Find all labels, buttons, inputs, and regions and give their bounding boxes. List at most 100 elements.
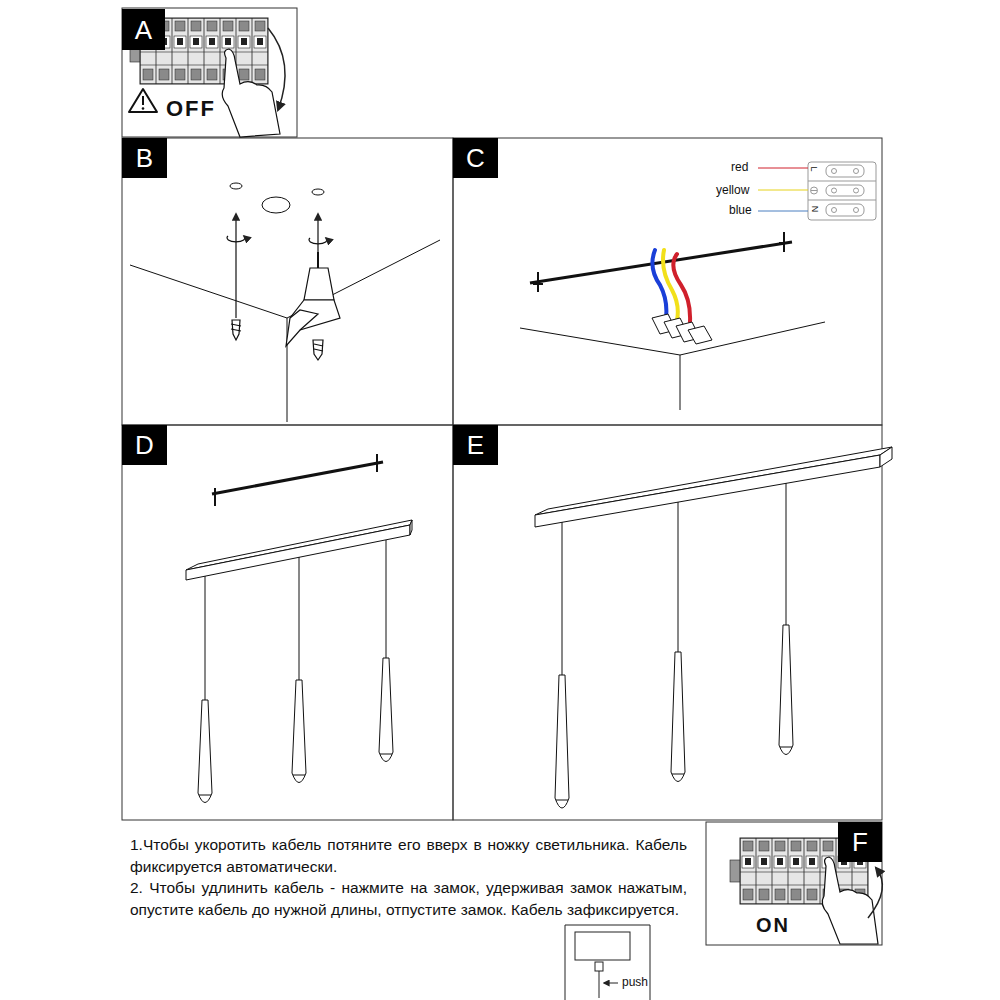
terminal-block: [808, 200, 876, 201]
instruction-text: 1.Чтобы укоротить кабель потяните его вв…: [130, 834, 687, 877]
warning-symbol: [142, 107, 145, 110]
lock-detail: [599, 971, 600, 998]
drill-symbol: [313, 340, 323, 360]
terminal-block: [808, 162, 876, 220]
mounting-bar: [376, 454, 378, 472]
panel-frames: [706, 822, 882, 945]
step-letter-text: F: [852, 829, 868, 855]
wires: [673, 254, 690, 322]
canopy: [535, 455, 880, 527]
push-label: push: [622, 976, 648, 989]
hand-symbol: [822, 857, 878, 944]
canopy: [186, 525, 410, 580]
terminal-block: [811, 187, 818, 194]
pendant-lamp: [198, 700, 212, 803]
hand-symbol: [822, 857, 882, 944]
pendant-lamp: [386, 540, 387, 658]
panel-frames: [453, 138, 882, 425]
wire-color: red: [731, 161, 748, 174]
ceiling-drawing: [680, 355, 681, 410]
lock-detail: [575, 932, 630, 960]
terminal-block: [854, 169, 859, 174]
terminal-block: [826, 204, 864, 216]
terminal-name: L: [809, 166, 819, 171]
pendant-lamp: [379, 658, 393, 762]
drill-symbol: [290, 310, 318, 330]
screw-symbol: [309, 238, 327, 244]
ceiling-drawing: [130, 240, 440, 318]
step-letter-text: B: [136, 145, 153, 171]
pendant-lamp: [293, 775, 305, 776]
pendant-lamp: [555, 483, 793, 808]
terminal-block: [826, 165, 864, 177]
mounting-bar: [212, 454, 383, 506]
terminal-connector: [688, 326, 712, 344]
pendant-lamp: [199, 795, 211, 796]
hand-symbol: [268, 28, 285, 110]
pendant-lamp: [380, 754, 392, 755]
drill-symbol: [286, 268, 340, 360]
pendant-lamp: [299, 557, 300, 680]
terminal-block: [832, 188, 837, 193]
drill-symbol: [314, 344, 323, 351]
lock-detail: [595, 962, 603, 971]
terminal-block: [832, 169, 837, 174]
pendant-lamp: [562, 522, 563, 675]
step-letter: B: [122, 138, 167, 178]
mounting-bar: [530, 242, 792, 283]
lock-detail: [604, 983, 618, 984]
warning-symbol: [129, 89, 157, 112]
switch-state: ON: [756, 914, 790, 936]
wire-color: yellow: [716, 184, 749, 197]
warning-symbol: [142, 96, 144, 105]
warning-symbol: [129, 89, 157, 112]
pendant-lamp: [678, 502, 679, 652]
ceiling-drawing: [262, 197, 290, 213]
terminal-block: [811, 190, 817, 191]
pendant-lamp: [672, 774, 684, 775]
step-letter: F: [838, 822, 882, 862]
pendant-lamp: [198, 540, 393, 803]
instruction-text: 1.Чтобы укоротить кабель потяните его вв…: [130, 834, 687, 920]
mounting-bar: [537, 272, 539, 292]
screw-symbol: [232, 320, 240, 340]
ceiling-drawing: [130, 183, 440, 422]
step-letter-text: A: [135, 17, 152, 43]
lock-detail: [565, 925, 650, 1000]
step-letter: A: [122, 9, 165, 50]
ceiling-drawing: [230, 183, 242, 189]
screw-symbol: [235, 214, 236, 318]
terminal-block: [826, 185, 864, 196]
step-letter-text: E: [467, 432, 484, 458]
screw-symbol: [227, 236, 245, 242]
terminal-block: [808, 162, 876, 220]
panel-frames: [453, 425, 882, 820]
screw-symbol: [317, 252, 319, 268]
color-leads: [758, 190, 808, 191]
drill-symbol: [286, 300, 340, 346]
pendant-lamp: [779, 625, 793, 755]
canopy: [410, 520, 412, 535]
screw-symbol: [317, 214, 318, 252]
mounting-bar: [779, 242, 789, 244]
pendant-lamp: [786, 483, 787, 625]
screw-symbol: [231, 324, 241, 331]
drill-symbol: [304, 268, 334, 300]
terminal-connector: [652, 314, 712, 344]
ceiling-drawing: [312, 189, 324, 195]
pendant-lamp: [671, 652, 685, 782]
step-letter-text: D: [135, 432, 154, 458]
step-letter: C: [453, 138, 498, 178]
pendant-lamp: [780, 747, 792, 748]
hand-symbol: [868, 868, 882, 918]
panel-frames: [122, 138, 453, 425]
mounting-bar: [212, 462, 383, 494]
step-letter: D: [122, 425, 167, 465]
pendant-lamp: [205, 576, 206, 700]
instruction-text: 2. Чтобы удлинить кабель - нажмите на за…: [130, 877, 687, 920]
step-letter: E: [453, 425, 498, 465]
canopy: [535, 447, 892, 515]
panel-frames: [122, 425, 453, 820]
wire-color: blue: [729, 204, 752, 217]
